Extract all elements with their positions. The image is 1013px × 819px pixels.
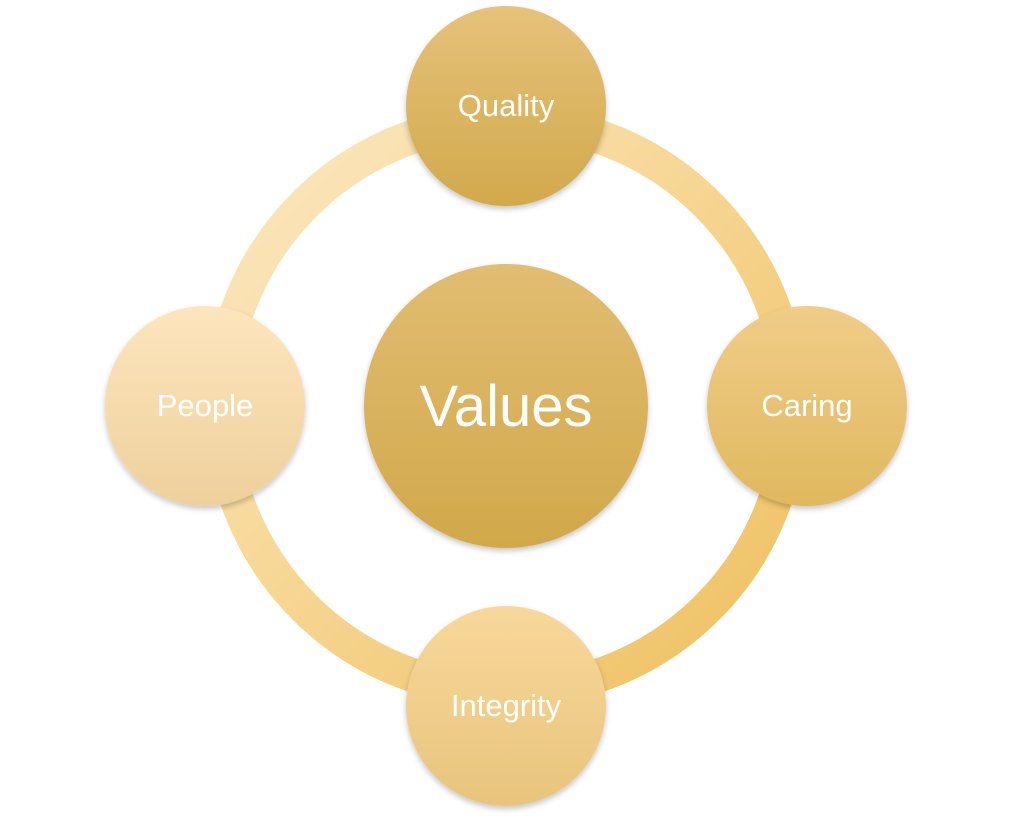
node-integrity-label: Integrity	[451, 688, 562, 723]
center-node: Values	[364, 264, 648, 548]
node-caring: Caring	[707, 306, 907, 506]
node-integrity: Integrity	[406, 606, 606, 806]
node-people-circle	[105, 306, 305, 506]
center-node-label: Values	[419, 374, 592, 439]
node-integrity-circle	[406, 606, 606, 806]
node-people-label: People	[157, 388, 254, 423]
node-people: People	[105, 306, 305, 506]
node-quality-label: Quality	[458, 88, 555, 123]
center-node-circle	[364, 264, 648, 548]
node-quality: Quality	[406, 6, 606, 206]
node-caring-circle	[707, 306, 907, 506]
node-caring-label: Caring	[761, 388, 852, 423]
node-quality-circle	[406, 6, 606, 206]
